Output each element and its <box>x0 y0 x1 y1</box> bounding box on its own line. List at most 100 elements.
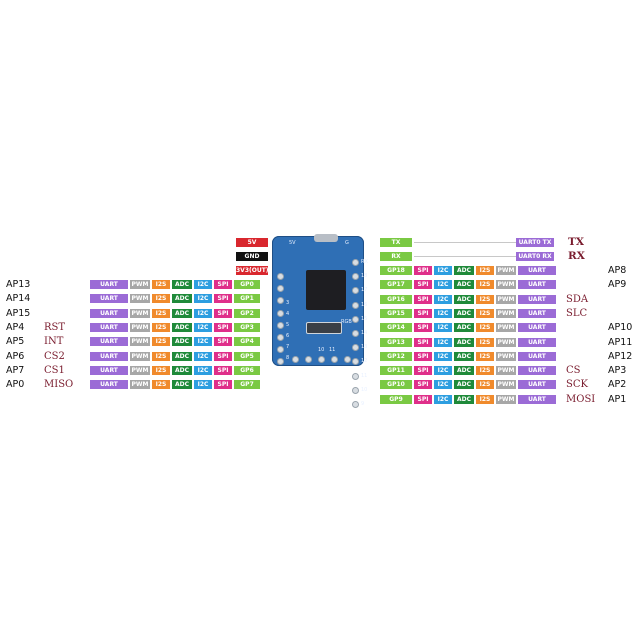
func-tag-spi: SPI <box>214 294 232 304</box>
func-tag-uart: UART <box>90 337 128 347</box>
board-pin-label: 14 <box>361 330 368 336</box>
power-tag: GND <box>236 252 268 261</box>
func-tag-i2c: I2C <box>434 337 452 347</box>
board-pad <box>352 358 359 366</box>
board-pin-label: 6 <box>286 333 290 339</box>
func-tag-adc: ADC <box>454 380 474 390</box>
function-label: CS <box>566 365 581 377</box>
gpio-tag: GP3 <box>234 322 260 332</box>
func-tag-i2c: I2C <box>434 294 452 304</box>
func-tag-uart: UART <box>518 366 556 376</box>
gpio-tag: GP9 <box>380 394 412 404</box>
func-tag-spi: SPI <box>414 380 432 390</box>
board-pad <box>277 285 284 293</box>
ap-label: AP6 <box>6 350 25 362</box>
uart-pin-tag: RX <box>380 252 412 261</box>
board-rgb-label: RGB <box>341 319 352 325</box>
function-label: CS2 <box>44 350 65 362</box>
function-label: CS1 <box>44 364 65 376</box>
func-tag-i2c: I2C <box>194 380 212 390</box>
ap-label: AP2 <box>608 379 627 391</box>
func-tag-adc: ADC <box>172 337 192 347</box>
func-tag-spi: SPI <box>214 380 232 390</box>
board-pad <box>352 273 359 281</box>
func-tag-i2s: I2S <box>476 308 494 318</box>
func-tag-pwm: PWM <box>496 366 516 376</box>
gpio-tag: GP15 <box>380 308 412 318</box>
gpio-tag: GP7 <box>234 380 260 390</box>
ap-label: AP14 <box>6 293 31 305</box>
func-tag-adc: ADC <box>454 280 474 290</box>
gpio-tag: GP14 <box>380 323 412 333</box>
func-tag-uart: UART <box>518 266 556 275</box>
func-tag-i2s: I2S <box>152 322 170 332</box>
func-tag-pwm: PWM <box>130 322 150 332</box>
func-tag-uart: UART <box>518 337 556 347</box>
board-pin-label: 17 <box>361 287 368 294</box>
ap-label: AP15 <box>6 307 31 319</box>
func-tag-adc: ADC <box>172 280 192 289</box>
board-pad <box>277 334 284 341</box>
board-pin-label: 7 <box>286 344 290 350</box>
func-tag-uart: UART <box>518 308 556 318</box>
func-tag-i2s: I2S <box>152 380 170 390</box>
function-label: SDA <box>566 293 589 305</box>
ap-label: AP1 <box>608 393 627 405</box>
board-pad <box>352 259 359 266</box>
func-tag-spi: SPI <box>414 308 432 318</box>
uart-func-tag: UART0 RX <box>516 252 554 261</box>
gpio-tag: GP12 <box>380 351 412 361</box>
func-tag-i2s: I2S <box>152 351 170 361</box>
board-pin-label: 10 <box>361 386 368 393</box>
board-pad <box>344 356 351 363</box>
board-pad <box>277 321 284 329</box>
uart-pin-tag: TX <box>380 238 412 247</box>
func-tag-i2s: I2S <box>476 351 494 361</box>
func-tag-i2c: I2C <box>194 337 212 347</box>
gpio-tag: GP1 <box>234 294 260 304</box>
ap-label: AP7 <box>6 364 25 376</box>
func-tag-i2s: I2S <box>476 366 494 376</box>
ap-label: AP13 <box>6 279 31 290</box>
board-pad <box>277 273 284 280</box>
board-pad <box>352 330 359 337</box>
uart-function-label: TX <box>568 236 584 248</box>
func-tag-pwm: PWM <box>496 394 516 404</box>
gpio-tag: GP17 <box>380 280 412 290</box>
func-tag-spi: SPI <box>214 280 232 289</box>
gpio-tag: GP6 <box>234 365 260 375</box>
ap-label: AP10 <box>608 322 633 334</box>
func-tag-spi: SPI <box>414 394 432 404</box>
board-pin-label: 13 <box>361 344 368 351</box>
func-tag-pwm: PWM <box>496 266 516 275</box>
func-tag-pwm: PWM <box>130 280 150 289</box>
gpio-tag: GP18 <box>380 266 412 275</box>
func-tag-pwm: PWM <box>496 337 516 347</box>
func-tag-uart: UART <box>518 380 556 390</box>
func-tag-i2s: I2S <box>152 308 170 318</box>
gpio-tag: GP0 <box>234 280 260 289</box>
func-tag-spi: SPI <box>414 266 432 275</box>
func-tag-i2s: I2S <box>476 266 494 275</box>
board-pad <box>318 356 325 363</box>
func-tag-spi: SPI <box>214 322 232 332</box>
lead-line <box>414 256 516 257</box>
usb-c-port <box>314 234 338 242</box>
func-tag-uart: UART <box>90 308 128 318</box>
func-tag-adc: ADC <box>172 322 192 332</box>
func-tag-uart: UART <box>518 394 556 404</box>
func-tag-pwm: PWM <box>130 337 150 347</box>
func-tag-spi: SPI <box>414 351 432 361</box>
func-tag-i2s: I2S <box>476 380 494 390</box>
board-pin-label: 9 <box>361 401 365 407</box>
board-pin-label: G <box>345 240 349 246</box>
func-tag-uart: UART <box>90 322 128 332</box>
func-tag-i2s: I2S <box>476 280 494 290</box>
board-pin-label: 5V <box>289 240 296 246</box>
ap-label: AP0 <box>6 379 25 391</box>
ribbon-connector <box>306 322 342 334</box>
func-tag-uart: UART <box>518 323 556 333</box>
func-tag-spi: SPI <box>414 280 432 290</box>
ap-label: AP12 <box>608 350 633 362</box>
